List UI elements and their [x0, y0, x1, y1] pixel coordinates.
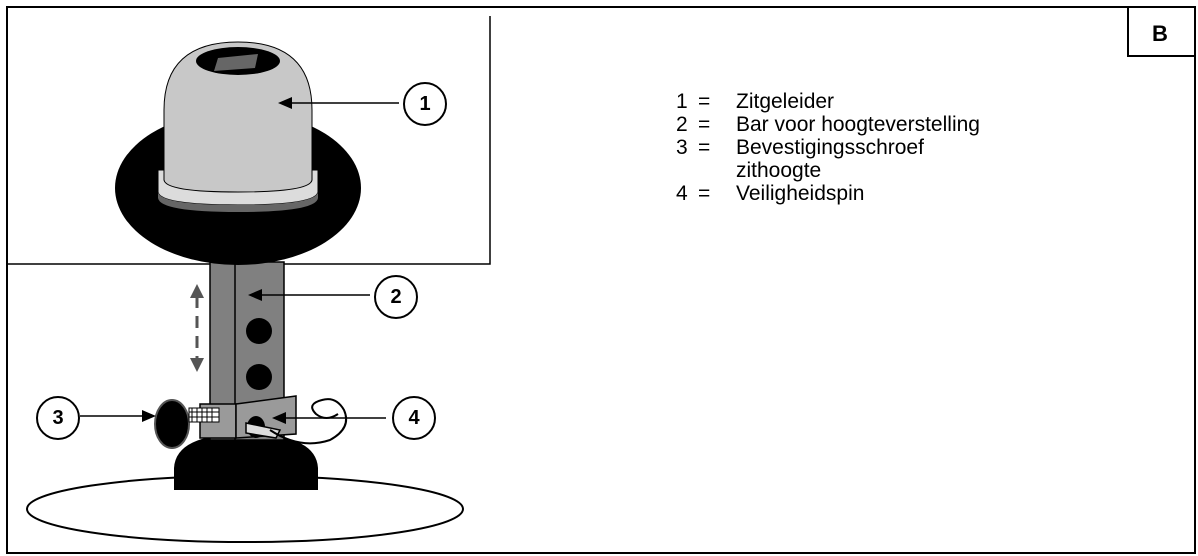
callout-2: 2 [374, 275, 418, 319]
screw-thread-pattern [189, 408, 219, 422]
legend-text: Zitgeleider [736, 90, 835, 113]
bar-hole-2 [246, 364, 272, 390]
legend-item: 4 = Veiligheidspin [676, 182, 1076, 205]
leader-1 [278, 97, 399, 109]
seat-dome [163, 41, 313, 193]
bar-hole-1 [246, 318, 272, 344]
callout-1: 1 [403, 82, 447, 126]
legend-text: Bevestigingsschroef zithoogte [736, 136, 924, 182]
legend-number: 1 [676, 90, 688, 113]
seat-inset-box [7, 16, 491, 265]
screw-knob [154, 399, 190, 449]
safety-pin-body [245, 422, 282, 439]
legend-equals: = [698, 90, 711, 113]
base-foot [174, 434, 318, 490]
screw-thread [188, 407, 220, 423]
legend: 1 = Zitgeleider 2 = Bar voor hoogteverst… [676, 90, 1076, 205]
legend-equals: = [698, 113, 711, 136]
panel-label: B [1152, 21, 1168, 46]
safety-pin-cord [269, 398, 348, 445]
legend-text: Veiligheidspin [736, 182, 865, 205]
legend-equals: = [698, 136, 711, 159]
legend-item: 2 = Bar voor hoogteverstelling [676, 113, 1076, 136]
leader-4 [272, 412, 386, 424]
legend-number: 3 [676, 136, 688, 159]
legend-item: 1 = Zitgeleider [676, 90, 1076, 113]
panel-label-box [1127, 7, 1195, 57]
leader-3 [80, 410, 156, 422]
leader-2 [248, 289, 370, 301]
legend-text: Bar voor hoogteverstelling [736, 113, 980, 136]
seat-opening-inner [214, 54, 258, 71]
legend-number: 4 [676, 182, 688, 205]
callout-3: 3 [36, 396, 80, 440]
callout-4: 4 [392, 396, 436, 440]
height-adjust-arrow [190, 284, 204, 372]
legend-item: 3 = Bevestigingsschroef zithoogte [676, 136, 1076, 182]
outer-frame [6, 6, 1196, 554]
legend-number: 2 [676, 113, 688, 136]
legend-equals: = [698, 182, 711, 205]
seat-ring-lower [158, 192, 318, 212]
